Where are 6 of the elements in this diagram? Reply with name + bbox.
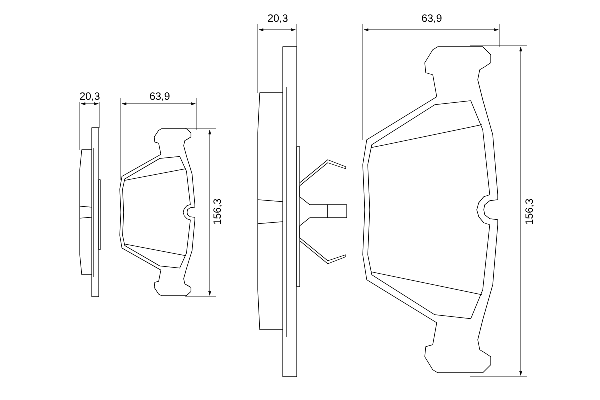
dimension-label: 20,3 (267, 14, 289, 24)
dimension-label: 156,3 (212, 198, 224, 226)
dimension-label: 63,9 (149, 92, 171, 102)
dimension-label: 20,3 (79, 92, 101, 102)
dimension-label: 156,3 (524, 198, 536, 226)
dimension-label: 63,9 (421, 14, 443, 24)
